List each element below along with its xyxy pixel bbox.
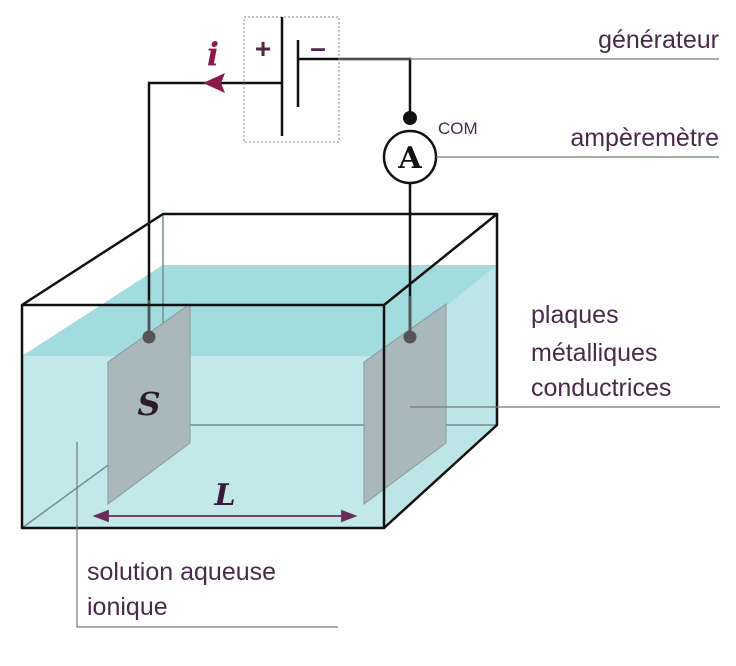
tank-front-edges [20,212,499,530]
com-label: COM [438,119,478,138]
surface-label: S [137,385,160,423]
solution-label-line1: solution aqueuse [87,558,276,586]
minus-sign: – [310,32,326,63]
right-plate-contact [403,330,417,344]
water-surface [22,265,497,356]
plates-label-line1: plaques [531,301,619,329]
length-dimension [92,509,358,523]
plates-label-line3: conductrices [531,374,671,402]
generator-box [243,16,340,143]
left-plate [107,303,191,505]
length-label: L [213,478,235,513]
solution-label-line2: ionique [87,593,168,621]
ammeter-label: ampèremètre [570,124,719,152]
ammeter-symbol: A [397,141,422,176]
water-front-face [22,356,384,528]
left-plate-contact [142,330,156,344]
current-label: i [207,35,219,73]
plates-label-line2: métalliques [531,339,657,367]
generator-label: générateur [598,26,719,54]
leader-lines [76,58,720,628]
current-arrow-icon [203,73,225,93]
plus-sign: + [255,33,271,64]
com-terminal [403,111,417,125]
